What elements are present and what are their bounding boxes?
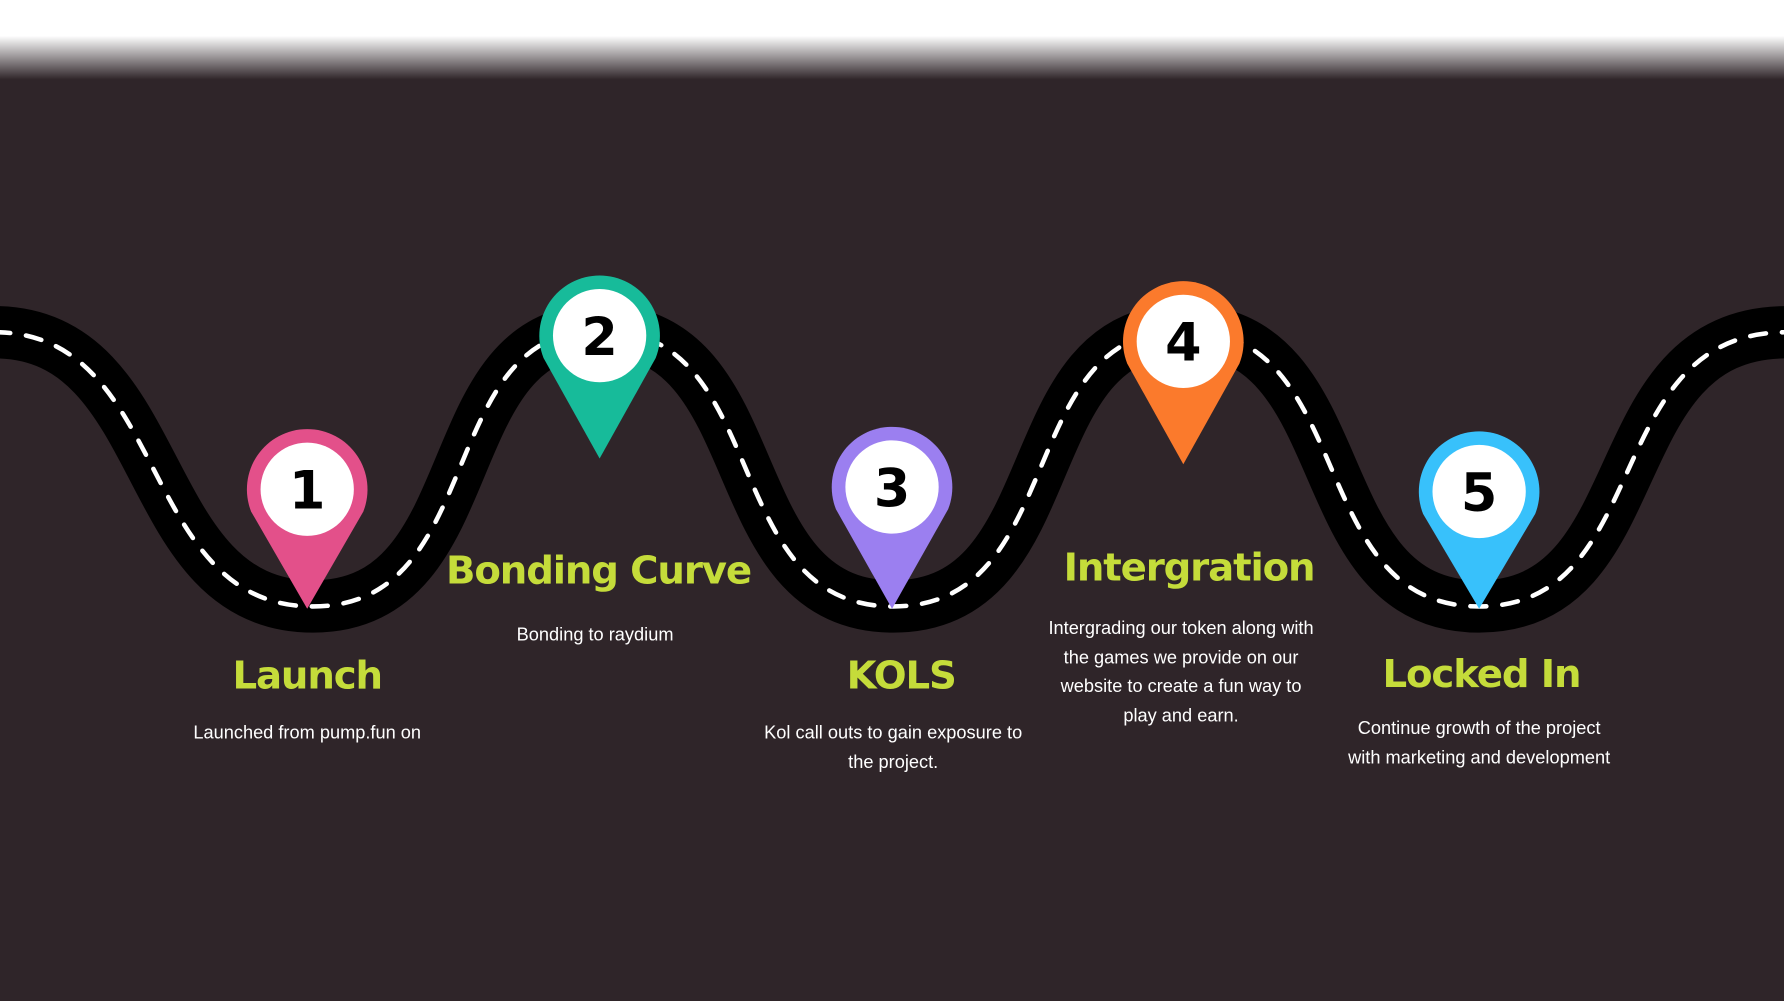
map-pin-4-icon: 4	[1123, 281, 1244, 465]
step-3-title: KOLS	[846, 653, 957, 699]
step-number: 4	[1165, 313, 1201, 374]
top-fade	[0, 0, 1784, 80]
step-number: 3	[874, 458, 910, 519]
pin-circle	[1136, 294, 1230, 388]
step-number: 2	[581, 307, 617, 368]
pin-circle	[260, 442, 354, 536]
map-pin-1-icon: 1	[246, 429, 368, 609]
step-4-title: Intergration	[1063, 545, 1316, 591]
step-5-description: Continue growth of the project with mark…	[1348, 719, 1611, 768]
step-4-description: Intergrading our token along with the ga…	[1048, 618, 1314, 726]
step-number: 1	[289, 461, 325, 522]
pin-circle	[845, 440, 939, 534]
step-2-title: Bonding Curve	[446, 548, 752, 594]
map-pin-3-icon: 3	[831, 426, 953, 609]
map-pin-5-icon: 5	[1418, 431, 1540, 609]
step-1-description: Launched from pump.fun on	[193, 723, 422, 743]
step-2-description: Bonding to raydium	[516, 625, 674, 646]
pin-circle	[552, 289, 647, 383]
step-1-title: Launch	[232, 653, 383, 699]
pin-circle	[1432, 444, 1526, 539]
step-3-description: Kol call outs to gain exposure to the pr…	[764, 723, 1023, 772]
map-pin-2-icon: 2	[539, 275, 660, 459]
step-number: 5	[1461, 463, 1497, 524]
step-5-title: Locked In	[1382, 651, 1581, 698]
